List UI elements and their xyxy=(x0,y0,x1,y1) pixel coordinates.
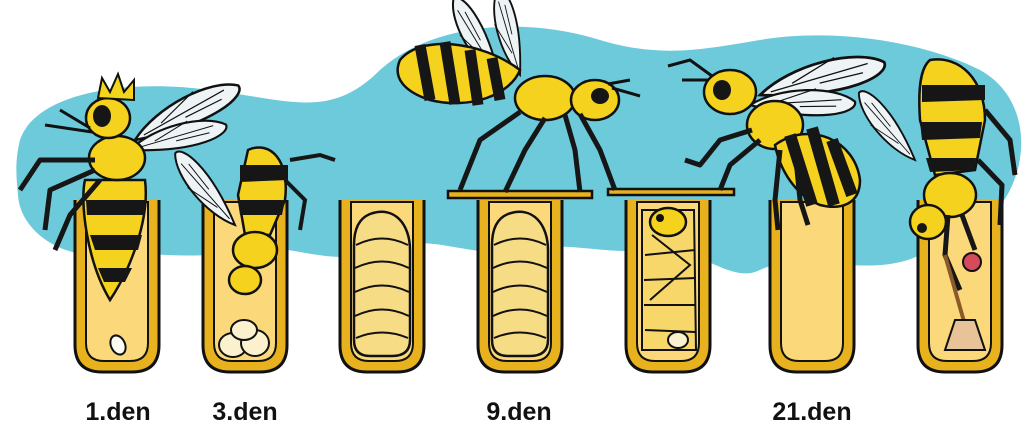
larva-icon xyxy=(354,212,410,356)
emerging-bee-icon xyxy=(642,208,696,350)
day-label-1: 1.den xyxy=(85,398,150,427)
pupa-icon xyxy=(492,212,548,356)
day-label-3: 3.den xyxy=(212,398,277,427)
day-label-9: 9.den xyxy=(486,398,551,427)
day-label-21: 21.den xyxy=(772,398,851,427)
brood-cell-6 xyxy=(770,200,854,372)
crown-icon xyxy=(98,74,134,100)
